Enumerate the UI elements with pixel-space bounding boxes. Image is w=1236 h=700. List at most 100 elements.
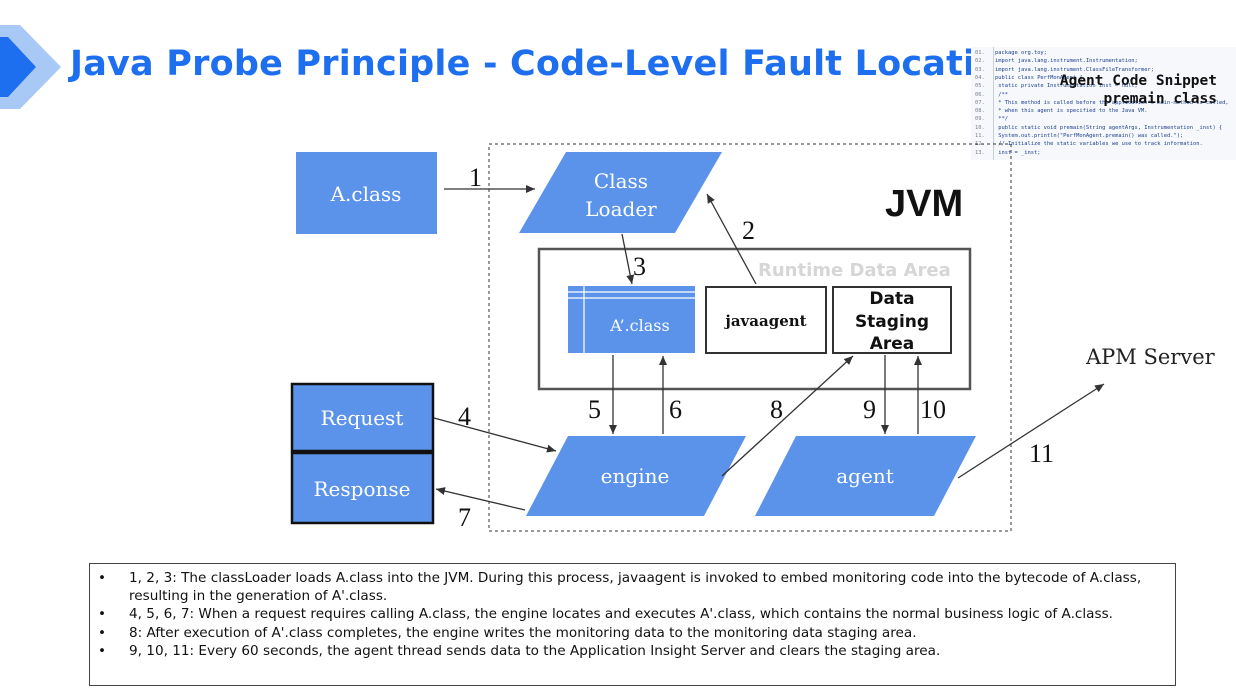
arrow-2: [706, 193, 757, 285]
staging-area-box: [832, 286, 952, 354]
jvm-label: JVM: [885, 183, 963, 225]
engine-shape: [526, 436, 746, 516]
bullet-dot-icon: •: [98, 642, 107, 659]
bullet-item: • 4, 5, 6, 7: When a request requires cal…: [98, 605, 1167, 623]
bullet-list: • 1, 2, 3: The classLoader loads A.class …: [98, 569, 1167, 660]
runtime-data-area: [537, 247, 972, 391]
code-line-number: 02.: [975, 58, 985, 65]
code-line-number: 01.: [975, 50, 985, 56]
code-line: 06. /**: [971, 91, 1236, 99]
code-caption-line1: Agent Code Snippet: [1059, 73, 1217, 89]
code-caption-line2: premain class: [1103, 91, 1218, 107]
code-gutter: [993, 47, 994, 160]
apm-server-label: APM Server: [1085, 345, 1216, 369]
code-line: 02. import java.lang.instrument.Instrumen…: [971, 57, 1236, 65]
code-line: 04. public class PerfMonAgent {: [971, 74, 1236, 82]
agent-shape: [755, 436, 976, 516]
code-line-text: public class PerfMonAgent {: [995, 74, 1083, 81]
code-line: 10. public static void premain(String ag…: [971, 124, 1236, 132]
arrow-7: [435, 487, 526, 511]
arrow-4: [433, 417, 557, 453]
a-prime-class-label: A’.class: [609, 316, 669, 335]
a-class-box: [296, 152, 437, 234]
staging-label-line3: Area: [870, 334, 915, 354]
code-line-number: 05.: [975, 83, 985, 90]
response-box: [290, 451, 435, 525]
code-line: 07. * This method is called before the a…: [971, 99, 1236, 107]
javaagent-label: javaagent: [723, 312, 806, 330]
code-line: 11. System.out.println("PerfMonAgent.pre…: [971, 132, 1236, 140]
code-line-number: 12.: [975, 141, 985, 148]
code-line: 01. package org.toy;: [971, 49, 1236, 57]
staging-label-line2: Staging: [855, 312, 929, 332]
a-prime-class-box: [568, 286, 695, 353]
class-loader-shape: [519, 152, 722, 233]
step-10: 10: [920, 395, 946, 424]
arrow-11: [957, 383, 1105, 479]
page-title: Java Probe Principle - Code-Level Fault …: [70, 44, 1025, 84]
code-line-number: 11.: [975, 133, 985, 139]
code-line-number: 08.: [975, 108, 985, 115]
agent-label: agent: [836, 464, 893, 488]
step-1: 1: [469, 163, 482, 192]
step-8: 8: [770, 395, 783, 424]
bullet-text: 1, 2, 3: The classLoader loads A.class i…: [129, 570, 1142, 605]
code-line-number: 06.: [975, 91, 985, 98]
bullet-item: • 1, 2, 3: The classLoader loads A.class …: [98, 569, 1167, 605]
code-line: 05. static private Instrumentation inst …: [971, 82, 1236, 90]
response-label: Response: [314, 477, 411, 501]
bullet-text: 9, 10, 11: Every 60 seconds, the agent t…: [129, 642, 941, 659]
code-line-number: 09.: [975, 116, 985, 123]
code-line-text: /**: [995, 91, 1008, 98]
logo-chevron-icon: [0, 25, 61, 109]
bullet-dot-icon: •: [98, 624, 107, 641]
code-line: 08. * when this agent is specified to th…: [971, 107, 1236, 115]
step-3: 3: [633, 252, 646, 281]
code-line-text: public static void premain(String agentA…: [995, 124, 1223, 131]
code-line: 09. **/: [971, 115, 1236, 123]
staging-label-line1: Data: [869, 289, 914, 309]
code-line-text: static private Instrumentation inst = nu…: [995, 83, 1138, 90]
code-line: 13. inst = _inst;: [971, 149, 1236, 157]
arrow-3: [621, 233, 635, 285]
bullet-dot-icon: •: [98, 570, 107, 586]
code-line-number: 10.: [975, 124, 985, 131]
step-9: 9: [863, 395, 876, 424]
bullet-text: 8: After execution of A'.class completes…: [129, 624, 917, 641]
a-class-label: A.class: [330, 182, 402, 206]
code-line-text: package org.toy;: [995, 50, 1047, 56]
step-5: 5: [588, 395, 601, 424]
code-line-text: import java.lang.instrument.ClassFileTra…: [995, 66, 1155, 73]
step-6: 6: [669, 395, 682, 424]
request-box: [290, 382, 435, 453]
description-box: • 1, 2, 3: The classLoader loads A.class …: [89, 563, 1176, 686]
code-line-text: **/: [995, 116, 1008, 123]
bullet-item: • 8: After execution of A'.class complete…: [98, 624, 1167, 642]
code-line-text: * when this agent is specified to the Ja…: [995, 108, 1148, 115]
code-line-number: 07.: [975, 99, 985, 106]
class-loader-label-line2: Loader: [585, 197, 657, 221]
arrow-8: [721, 355, 854, 477]
class-loader-label-line1: Class: [594, 169, 648, 193]
engine-label: engine: [601, 464, 670, 488]
code-line-number: 13.: [975, 149, 985, 156]
code-line: 03. import java.lang.instrument.ClassFile…: [971, 66, 1236, 74]
code-line-text: * This method is called before the appli…: [995, 99, 1229, 106]
jvm-boundary: [488, 143, 1012, 532]
step-11: 11: [1029, 439, 1054, 468]
code-line-number: 03.: [975, 66, 985, 73]
code-line-text: import java.lang.instrument.Instrumentat…: [995, 58, 1138, 65]
code-line: 12. // Initialize the static variables w…: [971, 140, 1236, 148]
code-line-number: 04.: [975, 74, 985, 81]
step-2: 2: [742, 216, 755, 245]
runtime-area-label: Runtime Data Area: [758, 260, 951, 281]
javaagent-box: [705, 286, 827, 354]
bullet-item: • 9, 10, 11: Every 60 seconds, the agent …: [98, 642, 1167, 660]
code-snippet: 01. package org.toy; 02. import java.lang.i…: [971, 47, 1236, 160]
bullet-text: 4, 5, 6, 7: When a request requires call…: [129, 606, 1113, 623]
code-line-text: // Initialize the static variables we us…: [995, 141, 1203, 148]
step-4: 4: [458, 402, 471, 431]
code-line-text: System.out.println("PerfMonAgent.premain…: [995, 133, 1184, 139]
code-line-text: inst = _inst;: [995, 149, 1041, 156]
bullet-dot-icon: •: [98, 606, 107, 623]
